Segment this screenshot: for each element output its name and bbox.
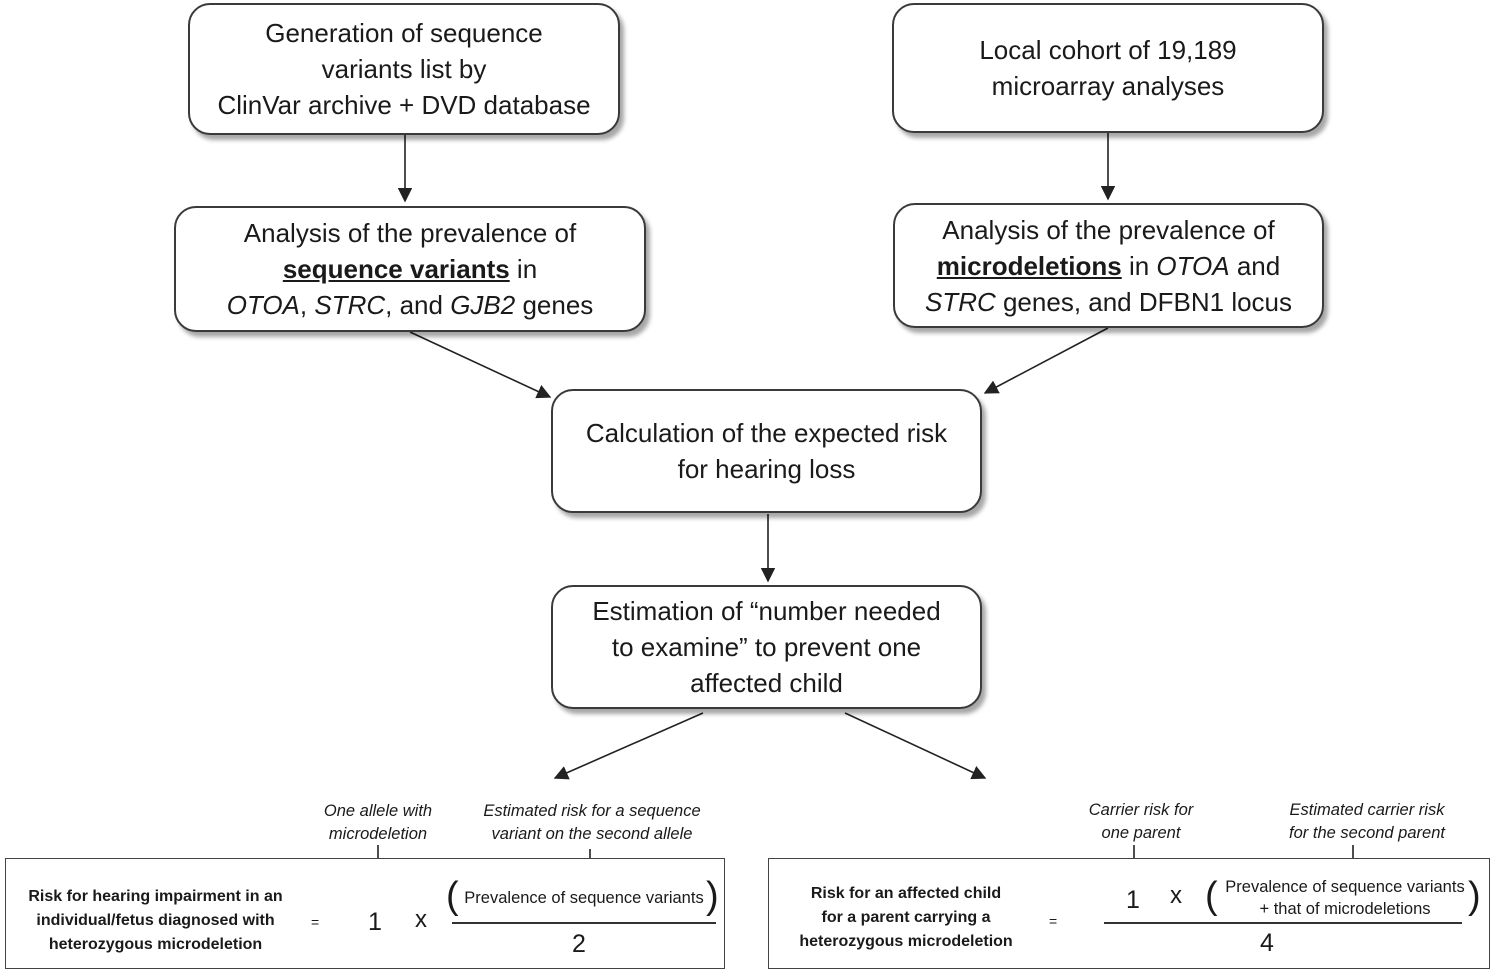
annotation-carrier-risk-one-parent: Carrier risk for one parent [1066, 799, 1216, 845]
label-line: for a parent carrying a [821, 909, 991, 926]
paren-open: ( [446, 875, 459, 917]
box-text-line: microarray analyses [991, 71, 1225, 101]
box-estimation-number-needed: Estimation of “number needed to examine”… [551, 585, 982, 709]
label-line: Risk for an affected child [810, 885, 1002, 902]
box-text: and [1229, 250, 1281, 281]
box-generation-sequence-variants: Generation of sequence variants list by … [188, 3, 620, 135]
annotation-line: variant on the second allele [491, 825, 693, 843]
annotation-estimated-risk-second-allele: Estimated risk for a sequence variant on… [452, 800, 732, 846]
label-line: heterozygous microdeletion [48, 936, 263, 953]
denominator: 2 [572, 930, 586, 958]
numerator-line: + that of microdeletions [1259, 900, 1431, 918]
arrow-estimate-to-left-formula [553, 712, 704, 780]
arrow-estimate-to-right-formula [844, 712, 987, 780]
box-text-line: Analysis of the prevalence of [942, 214, 1275, 245]
box-local-cohort: Local cohort of 19,189 microarray analys… [892, 3, 1324, 133]
fraction-bar [1104, 922, 1462, 924]
box-text-line: Analysis of the prevalence of [243, 218, 577, 248]
arrow-midright-to-calc [983, 327, 1109, 394]
label-line: individual/fetus diagnosed with [36, 912, 275, 929]
denominator: 4 [1260, 929, 1274, 957]
label-line: heterozygous microdeletion [799, 933, 1013, 950]
gene-name: OTOA [226, 290, 300, 320]
emphasis-sequence-variants: sequence variants [282, 254, 510, 284]
factor-one: 1 [368, 908, 382, 936]
formula-label-left: Risk for hearing impairment in an indivi… [13, 885, 298, 957]
paren-open: ( [1205, 875, 1218, 917]
label-line: Risk for hearing impairment in an [28, 888, 283, 905]
box-text-line: for hearing loss [677, 454, 856, 484]
arrow-midleft-to-calc [409, 331, 552, 399]
gene-name: GJB2 [450, 290, 516, 320]
box-text-line: Calculation of the expected risk [585, 418, 948, 448]
box-text-line: variants list by [321, 54, 487, 84]
annotation-one-allele: One allele with microdeletion [298, 800, 458, 846]
factor-one: 1 [1126, 886, 1140, 914]
paren-close: ) [706, 875, 719, 917]
numerator: Prevalence of sequence variants + that o… [1214, 876, 1476, 920]
box-calculation-expected-risk: Calculation of the expected risk for hea… [551, 389, 982, 513]
annotation-line: for the second parent [1289, 824, 1445, 842]
annotation-line: Carrier risk for [1088, 801, 1194, 819]
box-text: genes [515, 290, 594, 320]
annotation-line: Estimated risk for a sequence [483, 802, 701, 820]
equals-sign: = [311, 914, 320, 930]
fraction-bar [452, 922, 716, 924]
emphasis-microdeletions: microdeletions [936, 250, 1122, 281]
box-analysis-microdeletions: Analysis of the prevalence of microdelet… [893, 203, 1324, 328]
box-analysis-sequence-variants: Analysis of the prevalence of sequence v… [174, 206, 646, 332]
box-text: in [509, 254, 538, 284]
box-text-line: affected child [690, 668, 843, 698]
box-text-line: ClinVar archive + DVD database [217, 90, 591, 120]
annotation-line: Estimated carrier risk [1289, 801, 1445, 819]
box-text: genes, and DFBN1 locus [995, 286, 1293, 317]
box-text-line: to examine” to prevent one [611, 632, 922, 662]
box-text-line: Generation of sequence [265, 18, 543, 48]
formula-label-right: Risk for an affected child for a parent … [776, 882, 1036, 954]
numerator: Prevalence of sequence variants [464, 889, 704, 907]
equals-sign: = [1049, 913, 1058, 929]
gene-name: OTOA [1156, 250, 1230, 281]
formula-panel-right [768, 858, 1490, 969]
times-sign: x [415, 906, 427, 933]
box-text: , [299, 290, 315, 320]
gene-name: STRC [924, 286, 996, 317]
annotation-estimated-carrier-risk: Estimated carrier risk for the second pa… [1262, 799, 1472, 845]
formula-panel-left [5, 858, 725, 969]
numerator-line: Prevalence of sequence variants [1225, 878, 1465, 896]
box-text-line: Estimation of “number needed [592, 596, 941, 626]
box-text: , and [385, 290, 451, 320]
annotation-line: microdeletion [328, 825, 428, 843]
gene-name: STRC [314, 290, 386, 320]
paren-close: ) [1468, 875, 1481, 917]
times-sign: x [1170, 882, 1182, 909]
box-text: in [1121, 250, 1157, 281]
annotation-line: one parent [1101, 824, 1181, 842]
annotation-line: One allele with [323, 802, 433, 820]
box-text-line: Local cohort of 19,189 [979, 35, 1237, 65]
